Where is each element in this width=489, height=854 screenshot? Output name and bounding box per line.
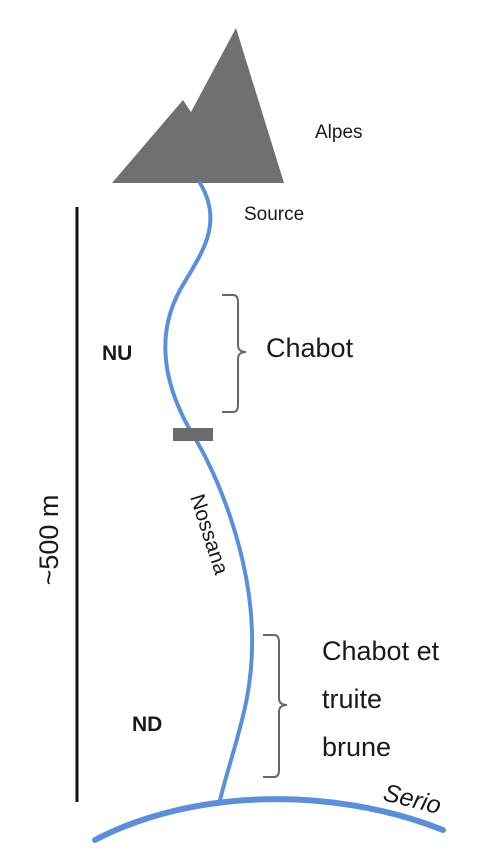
downstream-bracket xyxy=(263,634,288,778)
length-scale-label: ~500 m xyxy=(34,495,64,586)
barrier-marker xyxy=(173,428,213,441)
downstream-species-label-line1: Chabot et xyxy=(322,636,440,666)
downstream-section-label: ND xyxy=(132,713,162,736)
serio-river xyxy=(92,796,446,843)
downstream-species-label-line2: truite xyxy=(322,684,382,714)
nossana-river xyxy=(163,181,255,802)
upstream-section-label: NU xyxy=(102,342,132,365)
mountain-label: Alpes xyxy=(315,122,363,143)
upstream-bracket xyxy=(222,294,247,413)
mountain-shape xyxy=(112,28,284,183)
source-label: Source xyxy=(244,204,304,225)
upstream-species-label: Chabot xyxy=(266,333,354,363)
downstream-species-label-line3: brune xyxy=(322,732,391,762)
